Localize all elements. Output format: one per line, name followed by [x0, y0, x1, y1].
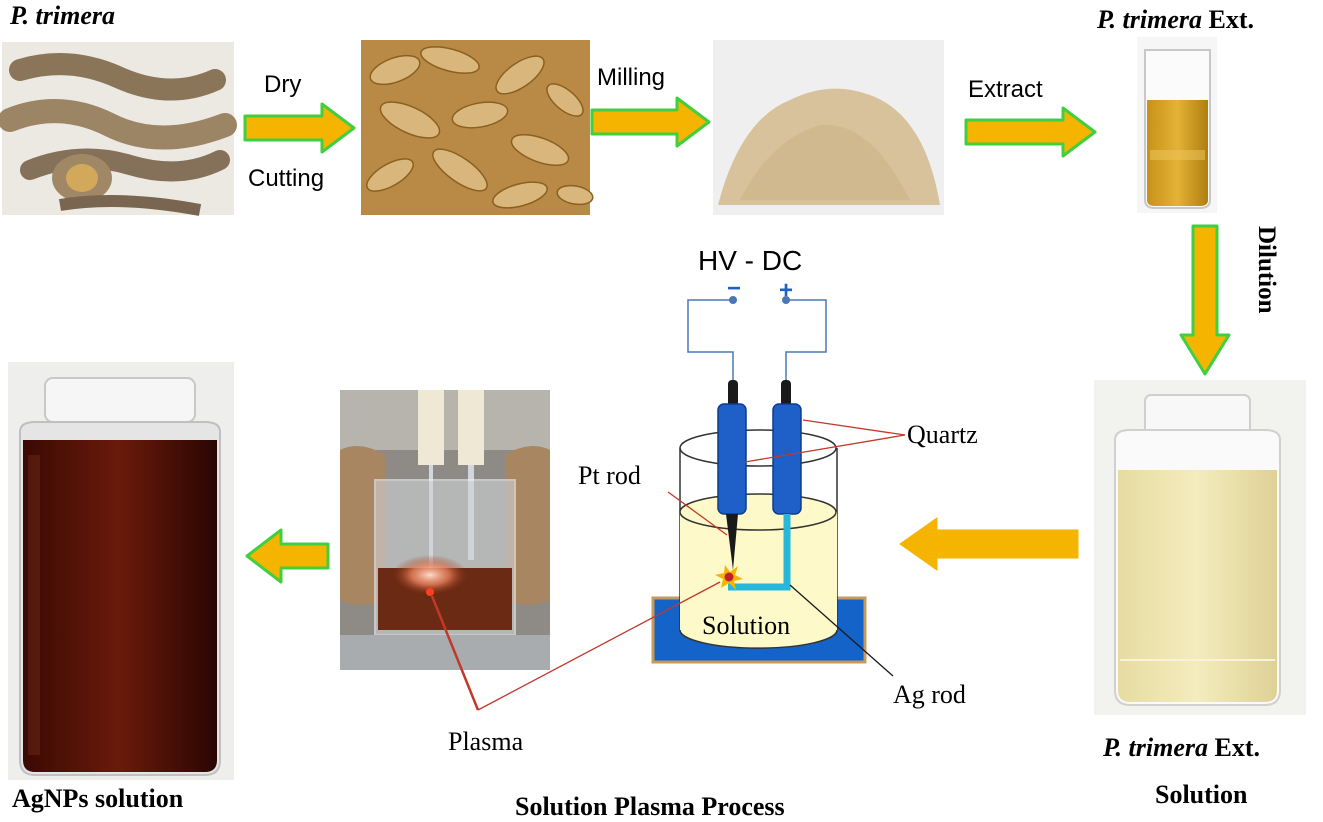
arrow-extract: [964, 106, 1097, 158]
label-ext-solution-line2: Solution: [1155, 780, 1248, 809]
label-hv-dc: HV - DC: [698, 245, 802, 276]
arrow-to-agnps: [245, 528, 330, 584]
ag-rod: [728, 514, 791, 591]
photo-plasma-setup: [340, 390, 550, 670]
quartz-tube-right: [772, 403, 802, 515]
wire-right: [785, 299, 827, 385]
plasma-schematic: [430, 296, 906, 711]
pt-rod: [726, 514, 738, 570]
label-extract-top: P. trimera Ext.: [1096, 5, 1254, 34]
arrow-dilution: [1179, 224, 1231, 376]
photo-agnps-vial: [8, 362, 234, 780]
label-cutting: Cutting: [248, 165, 324, 192]
label-plasma: Plasma: [448, 727, 524, 756]
arrow-milling: [590, 96, 711, 148]
arrow-to-process: [899, 517, 1079, 571]
label-process-title: Solution Plasma Process: [515, 792, 785, 821]
label-extract: Extract: [968, 76, 1043, 103]
photo-powder: [713, 40, 944, 215]
label-agnps: AgNPs solution: [12, 784, 184, 813]
photo-cut-slices: [361, 40, 594, 215]
label-dilution: Dilution: [1253, 226, 1280, 314]
photo-extract-beaker: [1137, 37, 1217, 213]
label-ag-rod: Ag rod: [893, 680, 966, 709]
label-ext-solution-line1: P. trimera Ext.: [1102, 733, 1260, 762]
quartz-tube-left: [717, 403, 747, 515]
wire-left: [687, 299, 734, 385]
solution-body: [680, 512, 837, 649]
photo-dried-roots: [0, 42, 237, 216]
label-solution: Solution: [702, 611, 790, 640]
arrow-dry-cutting: [243, 102, 356, 154]
label-milling: Milling: [597, 64, 665, 91]
label-dry: Dry: [264, 71, 301, 98]
label-minus: −: [727, 275, 741, 302]
label-pt-rod: Pt rod: [578, 461, 641, 490]
label-quartz: Quartz: [907, 420, 978, 449]
label-species: P. trimera: [9, 1, 115, 30]
label-plus: +: [779, 277, 793, 304]
photo-diluted-vial: [1094, 380, 1306, 715]
